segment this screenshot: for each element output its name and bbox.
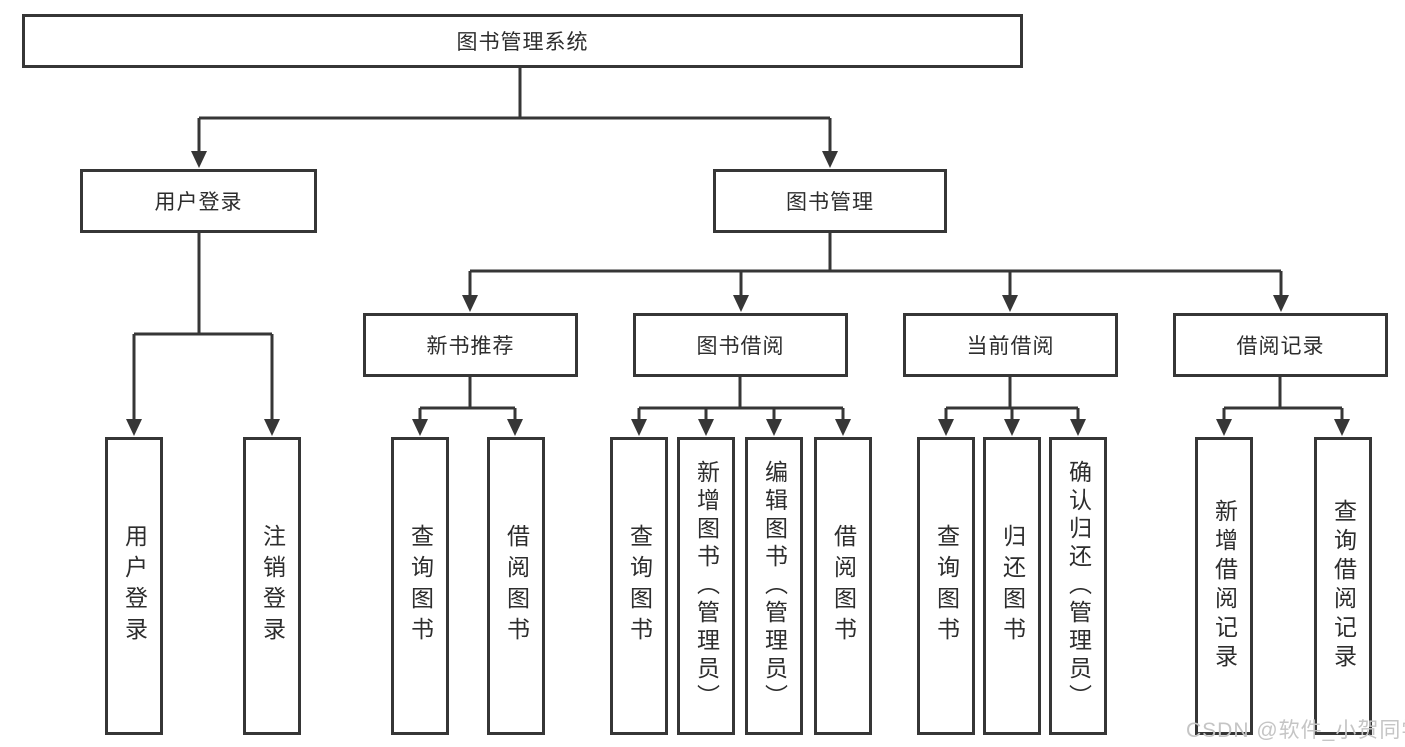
node-borrow-records: 借阅记录 (1173, 313, 1388, 377)
leaf-return-book: 归还图书 (983, 437, 1041, 735)
leaf-query-book-recommend: 查询图书 (391, 437, 449, 735)
node-book-management: 图书管理 (713, 169, 947, 233)
node-new-book-recommend: 新书推荐 (363, 313, 578, 377)
leaf-borrow-book-recommend: 借阅图书 (487, 437, 545, 735)
leaf-add-borrow-record: 新增借阅记录 (1195, 437, 1253, 735)
arrowheads (126, 151, 1350, 436)
leaf-add-book-admin: 新增图书（管理员） (677, 437, 735, 735)
node-user-login: 用户登录 (80, 169, 317, 233)
leaf-query-book-borrow: 查询图书 (610, 437, 668, 735)
node-root-system: 图书管理系统 (22, 14, 1023, 68)
leaf-query-book-current: 查询图书 (917, 437, 975, 735)
leaf-logout: 注销登录 (243, 437, 301, 735)
leaf-confirm-return-admin: 确认归还（管理员） (1049, 437, 1107, 735)
node-book-borrow: 图书借阅 (633, 313, 848, 377)
leaf-borrow-book: 借阅图书 (814, 437, 872, 735)
csdn-watermark: CSDN @软件_小贺同学 (1186, 719, 1405, 742)
leaf-query-borrow-record: 查询借阅记录 (1314, 437, 1372, 735)
leaf-user-login: 用户登录 (105, 437, 163, 735)
node-current-borrow: 当前借阅 (903, 313, 1118, 377)
leaf-edit-book-admin: 编辑图书（管理员） (745, 437, 803, 735)
